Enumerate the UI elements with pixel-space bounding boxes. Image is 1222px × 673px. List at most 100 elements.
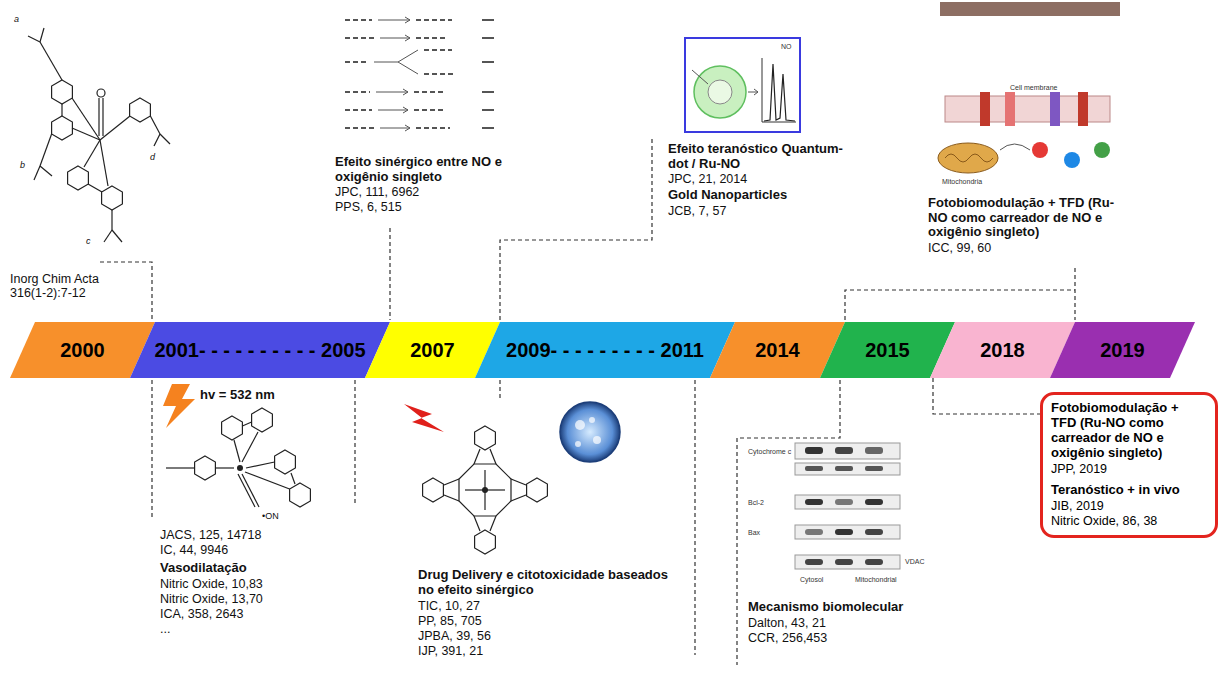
phthalocyanine-structure-part-part (527, 478, 548, 502)
phthalocyanine-structure-part-part (511, 495, 526, 501)
ru-complex-structure-part (100, 116, 130, 140)
citation: TIC, 10, 27 (418, 599, 480, 613)
citation: JPBA, 39, 56 (418, 629, 491, 643)
figure-label: VDAC (905, 558, 924, 566)
ru-complex-structure-part (160, 134, 170, 144)
leader-line-part (500, 138, 652, 320)
year-band-text-holder: 2001- - - - - - - - - - 2005 (130, 322, 390, 378)
ru-complex-structure-part (130, 98, 151, 122)
year-band: 2018 (930, 322, 1075, 378)
western-blot-figure-part (865, 466, 883, 471)
citation: PP, 85, 705 (418, 614, 482, 628)
ru-complex-structure-part (40, 166, 52, 176)
ru-complex-structure-part (40, 42, 62, 80)
western-blot-figure-part (805, 466, 823, 471)
phthalocyanine-structure-part-part (423, 478, 444, 502)
liposome-picture (560, 402, 620, 462)
kinetic-equations-part (374, 62, 398, 63)
ru-nitrosyl-structure-part-part (215, 467, 234, 468)
citation: PPS, 6, 515 (335, 200, 402, 214)
year-label: 2015 (865, 339, 910, 362)
kinetic-equations-part (380, 38, 410, 39)
citation: IC, 44, 9946 (160, 543, 228, 557)
kinetic-equations-part (405, 17, 410, 23)
ru-nitrosyl-structure-part (237, 465, 243, 471)
kinetic-equations-part (482, 127, 494, 129)
kinetic-equations-part (482, 37, 494, 39)
figure-label: Cytosol (800, 576, 823, 584)
ru-nitrosyl-structure-part-part (242, 432, 258, 462)
cell-mitochondria-scheme-part (1078, 92, 1088, 126)
highlight-box: Fotobiomodulação + TFD (Ru-NO como carre… (1040, 392, 1218, 538)
ru-complex-structure-part (111, 210, 112, 230)
kinetic-equations-part (482, 61, 494, 63)
phthalocyanine-structure-part-part (475, 426, 496, 450)
dashed-connector (933, 378, 1040, 414)
leader-line-part (737, 380, 840, 665)
phthalocyanine-structure-part (423, 426, 548, 554)
cell-mitochondria-scheme-part (1064, 152, 1080, 168)
box-text: JPP, 2019 (1051, 462, 1207, 476)
citation: IJP, 391, 21 (418, 644, 483, 658)
ru-complex-structure-part (88, 184, 102, 192)
western-blot-figure-part (835, 559, 853, 565)
kinetic-equations-part (378, 110, 408, 111)
phthalocyanine-structure-part-part (474, 449, 480, 464)
cell-mitochondria-scheme-part (1050, 92, 1060, 126)
year-band-text-holder: 2018 (930, 322, 1075, 378)
cell-mitochondria-scheme (938, 2, 1120, 173)
cell-mitochondria-scheme-part (1032, 142, 1048, 158)
citation: ... (160, 622, 170, 636)
kinetic-equations-part (414, 109, 444, 111)
year-band: 2000 (10, 322, 155, 378)
western-blot-figure-part (805, 447, 823, 454)
ru-nitrosyl-structure-part-part (245, 472, 290, 489)
atom-label: d (150, 152, 155, 162)
kinetic-equations-part (482, 19, 494, 21)
western-blot-figure-part (805, 559, 823, 565)
kinetic-equations-part (378, 20, 410, 21)
kinetic-equations-part (416, 19, 452, 21)
ru-nitrosyl-structure (163, 384, 310, 507)
cell-mitochondria-scheme-part (945, 154, 993, 162)
year-label: 2000 (60, 339, 105, 362)
leader-line-part (845, 268, 1075, 320)
atom-label: a (14, 14, 19, 24)
citation: JACS, 125, 14718 (160, 528, 261, 542)
year-band-fill (475, 322, 735, 378)
year-band-fill (930, 322, 1075, 378)
ru-complex-structure-part (52, 116, 73, 140)
ru-complex-structure-part (34, 166, 40, 180)
topic-heading: Efeito sinérgico entre NO e oxigênio sin… (335, 155, 530, 184)
quantum-dot-figure-part (762, 122, 796, 123)
ru-complex-structure-part (84, 140, 100, 167)
figure-label: •ON (262, 511, 279, 521)
cell-mitochondria-scheme-part (1094, 142, 1110, 158)
kinetic-equations-part (398, 62, 418, 74)
phthalocyanine-structure-part-part (475, 530, 496, 554)
topic-heading: Fotobiomodulação + TFD (Ru-NO como carre… (928, 196, 1123, 240)
leader-line-part (354, 380, 355, 505)
leader-line-part (499, 380, 500, 398)
quantum-dot-figure-part (694, 66, 746, 118)
ru-complex-structure-part (52, 80, 73, 104)
ru-complex-structure-part (150, 116, 160, 134)
western-blot-figure-part (795, 555, 900, 569)
phthalocyanine-structure-part-part (444, 495, 459, 501)
citation: Nitric Oxide, 13,70 (160, 592, 263, 606)
western-blot-figure-part (835, 447, 853, 454)
kinetic-equations-part (405, 125, 410, 131)
citation: JCB, 7, 57 (668, 204, 726, 218)
phthalocyanine-structure-part (404, 404, 444, 432)
western-blot-figure-part (795, 443, 900, 459)
ru-complex-structure-part (40, 134, 52, 166)
kinetic-equations-part (345, 127, 374, 129)
citation: ICC, 99, 60 (928, 241, 991, 255)
ru-nitrosyl-structure-part (163, 384, 195, 428)
ru-complex-structure-part (154, 134, 160, 146)
kinetic-equations-part (345, 91, 370, 93)
box-text: Nitric Oxide, 86, 38 (1051, 514, 1207, 528)
ru-complex-structure-part (112, 230, 122, 242)
kinetic-equations-part (416, 37, 446, 39)
cell-mitochondria-scheme-part (938, 143, 998, 173)
